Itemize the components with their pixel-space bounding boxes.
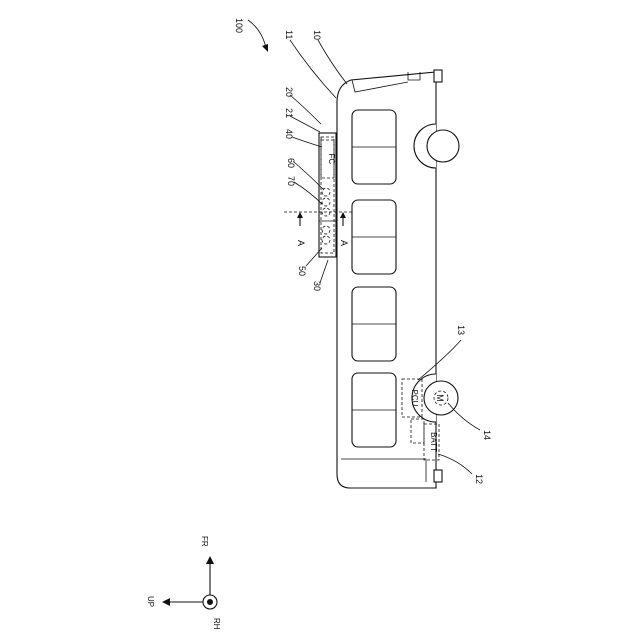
module-housing (319, 133, 336, 257)
axis-rh-label: RH (212, 618, 221, 630)
fc-label: FC (327, 154, 336, 165)
axis-up-label: UP (146, 596, 155, 607)
ref-50: 50 (297, 266, 307, 276)
ref-70: 70 (286, 176, 296, 186)
arrow-fr-icon (206, 556, 214, 564)
section-line-a: A A (284, 212, 352, 246)
motor-label: M (435, 394, 445, 402)
arrow-up-icon (162, 598, 170, 606)
ref-12: 12 (474, 474, 484, 484)
axis-fr-label: FR (200, 536, 209, 547)
section-a-label-2: A (339, 240, 349, 246)
batt-label: BATT (429, 432, 438, 452)
ref-20: 20 (284, 87, 294, 97)
ref-40: 40 (284, 129, 294, 139)
reference-numerals: 100 11 10 20 21 40 60 70 50 30 13 14 12 (234, 18, 492, 484)
ref-60: 60 (286, 158, 296, 168)
ref-10: 10 (312, 30, 322, 40)
windows (352, 110, 396, 447)
ref-13: 13 (456, 325, 466, 335)
ref-11: 11 (284, 30, 294, 39)
ref-30: 30 (312, 281, 322, 291)
ref-100: 100 (234, 18, 244, 33)
ref-21: 21 (284, 108, 294, 118)
pcu-label: PCU (410, 390, 419, 407)
ref-14: 14 (482, 430, 492, 440)
fuel-cell-module: FC (319, 133, 336, 257)
section-a-label-1: A (296, 240, 306, 246)
orientation-axes: FR UP RH (146, 536, 221, 630)
